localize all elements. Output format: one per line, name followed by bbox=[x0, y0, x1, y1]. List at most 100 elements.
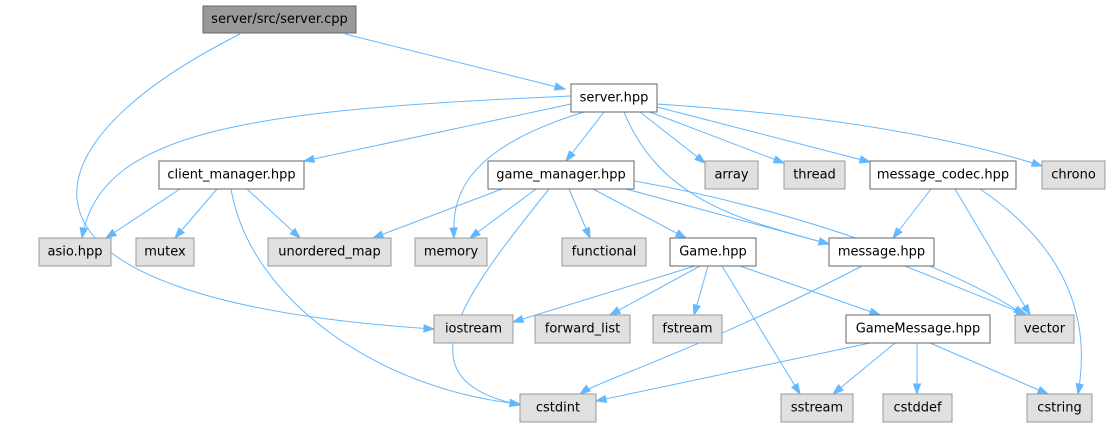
node-box bbox=[433, 314, 514, 344]
edge-server_hpp-to-memory bbox=[449, 111, 585, 240]
edge-line bbox=[721, 265, 801, 395]
node-chrono: chrono bbox=[1041, 160, 1106, 190]
edge-line bbox=[592, 188, 687, 239]
node-mutex: mutex bbox=[135, 237, 195, 267]
edge-line bbox=[303, 103, 572, 162]
node-game-manager-hpp[interactable]: game_manager.hpp bbox=[487, 160, 635, 190]
edge-message_codec_hpp-to-cstring bbox=[979, 188, 1084, 396]
node-server-hpp[interactable]: server.hpp bbox=[570, 83, 658, 113]
edge-game_manager_hpp-to-cstdint bbox=[452, 188, 550, 407]
edge-client_manager_hpp-to-cstdint bbox=[230, 188, 522, 408]
node-box bbox=[882, 393, 953, 423]
edge-message_hpp-to-cstdint bbox=[578, 265, 863, 395]
node-label: chrono bbox=[1051, 168, 1096, 183]
node-label: client_manager.hpp bbox=[167, 168, 295, 183]
edge-server_hpp-to-thread bbox=[649, 111, 786, 164]
node-sstream: sstream bbox=[780, 393, 854, 423]
node-box bbox=[869, 160, 1017, 190]
edge-server_hpp-to-game_manager_hpp bbox=[565, 111, 605, 163]
arrowhead-icon bbox=[892, 227, 903, 240]
edge-client_manager_hpp-to-mutex bbox=[174, 188, 218, 240]
edge-server_hpp-to-chrono bbox=[656, 103, 1044, 167]
node-vector: vector bbox=[1014, 314, 1075, 344]
node-thread: thread bbox=[783, 160, 846, 190]
edge-game_manager_hpp-to-unordered_map bbox=[371, 188, 503, 239]
node-label: iostream bbox=[445, 322, 502, 337]
arrowhead-icon bbox=[1030, 158, 1044, 167]
edge-game_manager_hpp-to-game_hpp bbox=[592, 188, 688, 239]
edge-client_manager_hpp-to-asio_hpp bbox=[104, 188, 181, 239]
node-server-cpp[interactable]: server/src/server.cpp bbox=[202, 5, 357, 34]
edge-line bbox=[649, 111, 785, 164]
node-label: thread bbox=[793, 168, 836, 183]
arrowhead-icon bbox=[772, 155, 786, 164]
node-box bbox=[845, 314, 991, 344]
arrowhead-icon bbox=[565, 150, 576, 163]
arrowhead-icon bbox=[694, 153, 707, 164]
edge-game_hpp-to-iostream bbox=[511, 265, 696, 323]
node-game-hpp[interactable]: Game.hpp bbox=[669, 237, 757, 267]
node-box bbox=[38, 237, 112, 267]
edge-gamemessage_hpp-to-sstream bbox=[831, 342, 896, 395]
arrowhead-icon bbox=[371, 230, 385, 239]
edge-message_codec_hpp-to-vector bbox=[954, 188, 1031, 317]
edge-game_manager_hpp-to-message_hpp bbox=[625, 188, 831, 246]
edge-server_hpp-to-message_codec_hpp bbox=[656, 106, 872, 164]
node-label: server/src/server.cpp bbox=[211, 12, 348, 27]
arrowhead-icon bbox=[511, 314, 525, 323]
node-client-manager-hpp[interactable]: client_manager.hpp bbox=[158, 160, 305, 190]
edge-game_manager_hpp-to-functional bbox=[568, 188, 591, 240]
arrowhead-icon bbox=[608, 306, 622, 316]
node-box bbox=[158, 160, 305, 190]
node-message-codec-hpp[interactable]: message_codec.hpp bbox=[869, 160, 1017, 190]
node-label: functional bbox=[572, 245, 637, 260]
node-box bbox=[561, 237, 647, 267]
arrowhead-icon bbox=[1075, 382, 1084, 396]
node-box bbox=[202, 5, 357, 34]
arrowhead-icon bbox=[79, 226, 88, 240]
node-box bbox=[669, 237, 757, 267]
node-label: message.hpp bbox=[838, 245, 925, 260]
node-label: server.hpp bbox=[580, 91, 649, 106]
edge-server_hpp-to-array bbox=[639, 111, 707, 164]
node-unordered-map: unordered_map bbox=[267, 237, 392, 267]
arrowhead-icon bbox=[423, 324, 436, 333]
edge-gamemessage_hpp-to-cstring bbox=[929, 342, 1050, 395]
node-box bbox=[519, 393, 597, 423]
node-label: array bbox=[714, 168, 748, 183]
edge-line bbox=[656, 106, 871, 163]
node-label: vector bbox=[1024, 322, 1066, 337]
node-gamemessage-hpp[interactable]: GameMessage.hpp bbox=[845, 314, 991, 344]
edge-line bbox=[639, 111, 706, 164]
node-asio-hpp: asio.hpp bbox=[38, 237, 112, 267]
node-box bbox=[135, 237, 195, 267]
arrowhead-icon bbox=[302, 154, 316, 163]
node-box bbox=[783, 160, 846, 190]
edge-line bbox=[452, 188, 550, 406]
node-message-hpp[interactable]: message.hpp bbox=[828, 237, 935, 267]
edge-game_manager_hpp-to-memory bbox=[468, 188, 537, 239]
arrowhead-icon bbox=[817, 237, 831, 246]
edge-message_codec_hpp-to-message_hpp bbox=[892, 188, 932, 240]
node-functional: functional bbox=[561, 237, 647, 267]
arrowhead-icon bbox=[692, 303, 701, 317]
edge-line bbox=[929, 342, 1049, 395]
node-fstream: fstream bbox=[652, 314, 723, 344]
edge-game_hpp-to-sstream bbox=[721, 265, 801, 396]
node-memory: memory bbox=[414, 237, 488, 267]
edge-line bbox=[625, 188, 830, 245]
arrowhead-icon bbox=[1021, 303, 1031, 317]
edge-line bbox=[105, 188, 181, 239]
node-box bbox=[534, 314, 631, 344]
edge-line bbox=[230, 188, 521, 405]
nodes-layer: server/src/server.cpp server.hpp client_ma… bbox=[38, 5, 1106, 423]
edge-client_manager_hpp-to-unordered_map bbox=[246, 188, 302, 240]
node-box bbox=[652, 314, 723, 344]
edge-line bbox=[739, 265, 881, 316]
arrowhead-icon bbox=[468, 228, 481, 239]
arrowhead-icon bbox=[104, 228, 118, 239]
arrowhead-icon bbox=[174, 227, 186, 240]
arrowhead-icon bbox=[508, 398, 522, 407]
edge-line bbox=[979, 188, 1082, 395]
